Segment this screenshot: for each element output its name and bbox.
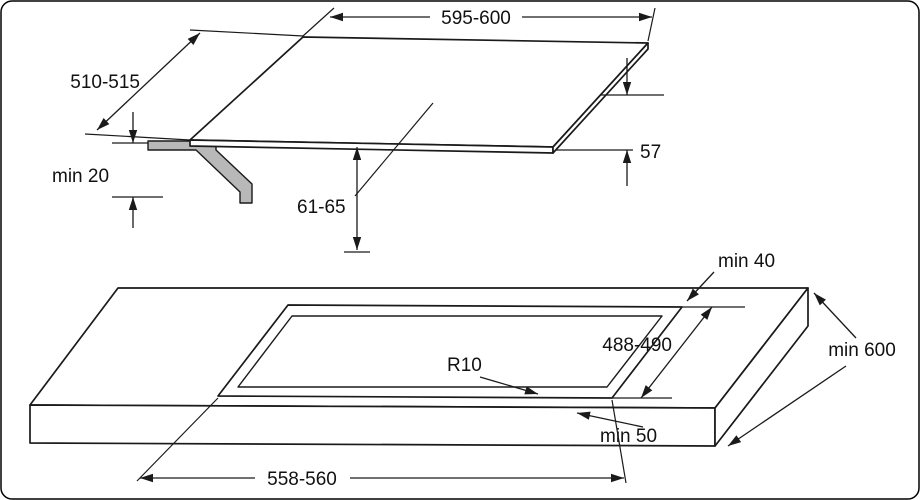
- dim-hob-height-total: 61-65: [297, 147, 370, 253]
- dim-back-clearance: min 40: [686, 251, 775, 302]
- hob-depth-label: 510-515: [70, 72, 140, 93]
- worktop-right-face: [714, 287, 809, 447]
- ext-line: [302, 7, 335, 37]
- ext-line: [84, 133, 191, 141]
- dim-line: [813, 292, 857, 339]
- dim-line: [640, 306, 713, 399]
- dim-worktop-depth: min 600: [727, 292, 896, 447]
- front-clearance-label: min 50: [600, 426, 657, 447]
- hob-glass-top: [189, 36, 649, 148]
- cutout-depth-label: 488-490: [602, 335, 672, 356]
- hob-height-total-label: 61-65: [297, 197, 346, 218]
- leader-line: [576, 411, 644, 428]
- mounting-bracket: [147, 140, 253, 204]
- cutout-width-label: 558-560: [267, 469, 337, 490]
- dim-front-clearance: min 50: [576, 411, 657, 447]
- corner-radius-label: R10: [447, 355, 482, 376]
- dim-line: [96, 32, 201, 131]
- dim-line: [727, 365, 847, 447]
- dim-cutout-width: 558-560: [136, 397, 627, 490]
- clearance-below-label: min 20: [52, 166, 109, 187]
- ext-line: [611, 399, 627, 484]
- worktop-view: [29, 287, 809, 447]
- dim-hob-body-height: 57: [556, 58, 664, 186]
- hob-width-label: 595-600: [441, 8, 511, 29]
- leader-line: [479, 376, 539, 395]
- ext-line: [647, 7, 656, 42]
- hob-view: [147, 36, 649, 204]
- dim-clearance-below: min 20: [52, 112, 163, 228]
- dim-hob-depth: 510-515: [70, 29, 304, 141]
- ext-line: [189, 29, 304, 37]
- ext-line: [136, 397, 219, 482]
- worktop-depth-label: min 600: [828, 340, 896, 361]
- back-clearance-label: min 40: [718, 251, 775, 272]
- section-line: [354, 102, 434, 197]
- dim-corner-radius: R10: [447, 355, 539, 395]
- hob-body-height-label: 57: [640, 142, 661, 163]
- dim-hob-width: 595-600: [302, 7, 656, 42]
- hob-right-edge: [552, 42, 649, 154]
- dim-cutout-depth: 488-490: [602, 306, 745, 399]
- cutout-inner-edge: [237, 315, 663, 388]
- leader-line: [686, 271, 715, 302]
